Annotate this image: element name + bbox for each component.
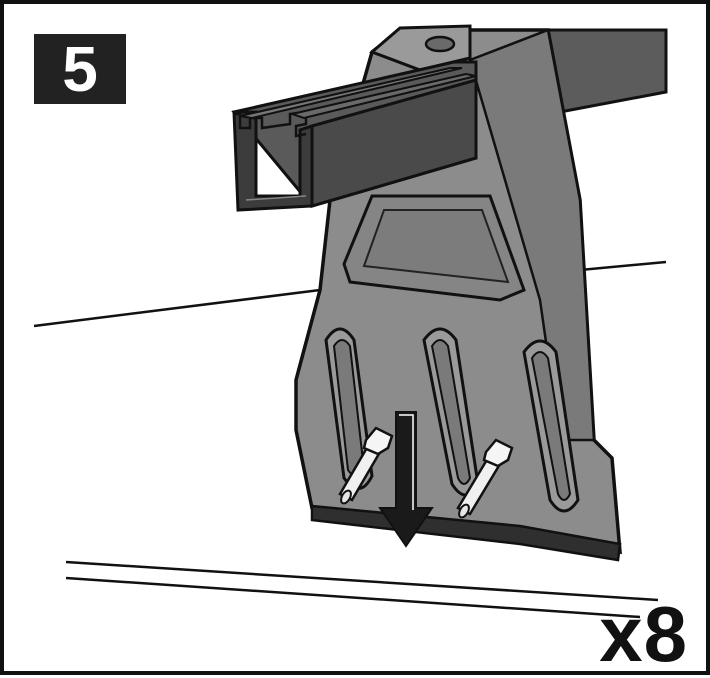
step-number: 5 [62, 33, 98, 105]
quantity-label: x8 [599, 590, 688, 678]
roof-line-right [579, 260, 667, 272]
bolt-icon [338, 426, 394, 505]
ground-line-2 [65, 576, 641, 619]
slot-right-inner [530, 351, 572, 501]
down-arrow-icon [378, 411, 434, 548]
tower-side [468, 28, 596, 442]
tower-recess-inner [362, 209, 510, 284]
ground-line-1 [65, 560, 659, 602]
step-number-badge: 5 [34, 34, 126, 104]
channel-end-profile [232, 110, 314, 212]
cap-bolt-hole [424, 35, 456, 53]
bolt-icon [456, 438, 514, 519]
slot-middle-inner [430, 339, 472, 485]
load-bar-channel [231, 60, 478, 212]
roof-line-left [33, 288, 321, 328]
